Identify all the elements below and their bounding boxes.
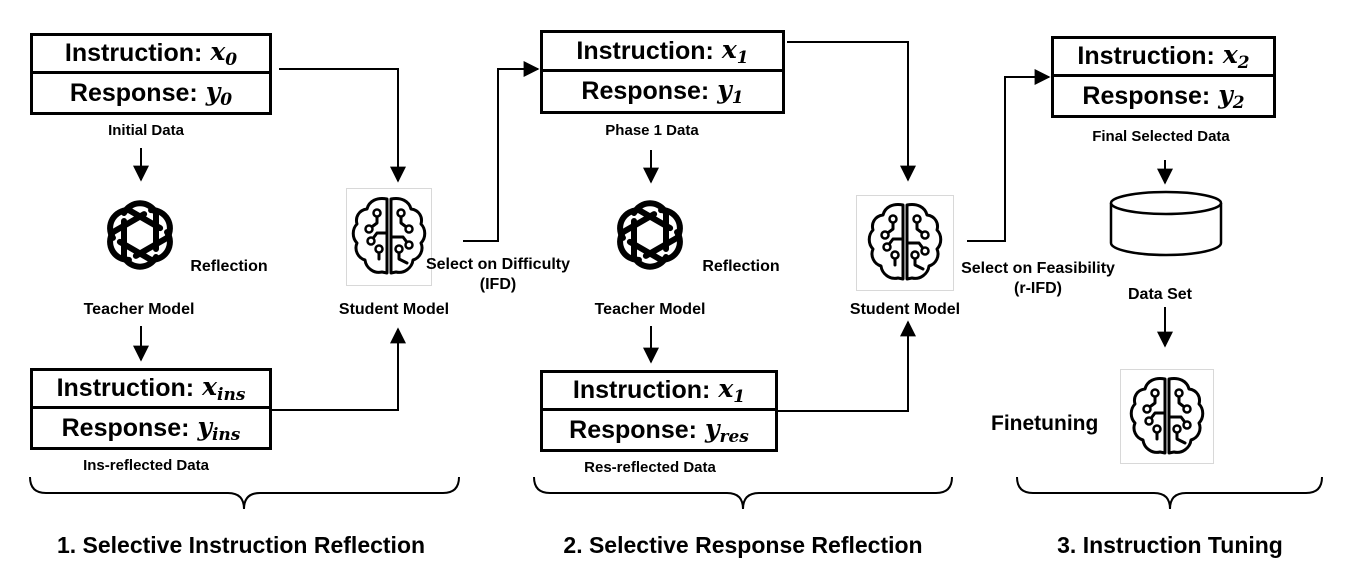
initial-data-caption: Initial Data: [108, 122, 184, 139]
instruction-label: Instruction:: [1077, 42, 1215, 70]
res-reflected-caption: Res-reflected Data: [584, 459, 716, 476]
instruction-variable: x1: [718, 374, 746, 407]
student-model-frame-2: [856, 195, 954, 291]
teacher-model-label-1: Teacher Model: [83, 301, 195, 318]
phase-title-2: 2. Selective Response Reflection: [563, 532, 923, 558]
response-row: Response: yres: [543, 411, 775, 449]
ai-brain-circuit-icon: [351, 197, 427, 275]
instruction-variable: x2: [1222, 40, 1250, 73]
arrow-initial-to-student1: [279, 68, 406, 183]
brace-phase-2: [533, 476, 953, 510]
finetuning-label: Finetuning: [991, 412, 1099, 435]
instruction-label: Instruction:: [572, 376, 711, 404]
select-criterion: Select on Difficulty: [425, 256, 571, 273]
response-label: Response:: [581, 77, 710, 105]
response-variable: yres: [704, 413, 749, 447]
response-label: Response:: [1082, 81, 1211, 110]
instruction-label: Instruction:: [56, 374, 195, 402]
select-difficulty-label: Select on Difficulty (IFD): [426, 255, 570, 295]
openai-logo-icon: [617, 200, 683, 270]
instruction-row: Instruction: x1: [543, 373, 775, 411]
dataset-label: Data Set: [1127, 286, 1193, 303]
instruction-variable: xins: [202, 372, 246, 405]
initial-data-box: Instruction: x0 Response: y0: [30, 33, 272, 115]
response-variable: yins: [197, 411, 241, 445]
select-criterion: Select on Feasibility: [961, 260, 1115, 277]
brace-phase-1: [29, 476, 460, 510]
arrow-insdata-to-student1: [272, 327, 406, 411]
arrow-student2-to-final: [967, 69, 1051, 242]
instruction-row: Instruction: x0: [33, 36, 269, 74]
select-metric: (IFD): [479, 276, 517, 293]
response-variable: y0: [205, 76, 233, 110]
brace-phase-3: [1016, 476, 1323, 510]
student-model-label-2: Student Model: [849, 301, 961, 318]
final-selected-data-box: Instruction: x2 Response: y2: [1051, 36, 1276, 118]
final-data-caption: Final Selected Data: [1092, 128, 1230, 145]
instruction-label: Instruction:: [64, 39, 203, 67]
ins-reflected-data-box: Instruction: xins Response: yins: [30, 368, 272, 450]
response-variable: y2: [1218, 79, 1245, 113]
instruction-row: Instruction: x1: [543, 33, 782, 72]
response-row: Response: yins: [33, 409, 269, 447]
reflection-label-2: Reflection: [702, 258, 780, 275]
student-model-frame-1: [346, 188, 432, 286]
arrow-resdata-to-student2: [778, 320, 916, 412]
reflection-label-1: Reflection: [190, 258, 268, 275]
student-model-label-1: Student Model: [338, 301, 450, 318]
phase1-data-caption: Phase 1 Data: [605, 122, 699, 139]
response-label: Response:: [69, 78, 198, 107]
openai-logo-icon: [107, 200, 173, 270]
phase-title-1: 1. Selective Instruction Reflection: [56, 532, 426, 558]
phase1-data-box: Instruction: x1 Response: y1: [540, 30, 785, 114]
res-reflected-data-box: Instruction: x1 Response: yres: [540, 370, 778, 452]
instruction-row: Instruction: xins: [33, 371, 269, 409]
select-metric: (r-IFD): [1014, 280, 1062, 297]
response-row: Response: y1: [543, 72, 782, 111]
instruction-row: Instruction: x2: [1054, 39, 1273, 77]
arrow-student1-to-phase1: [463, 61, 540, 242]
select-feasibility-label: Select on Feasibility (r-IFD): [961, 259, 1115, 299]
instruction-variable: x1: [721, 34, 749, 68]
response-row: Response: y0: [33, 74, 269, 112]
ins-reflected-caption: Ins-reflected Data: [83, 457, 209, 474]
instruction-variable: x0: [210, 37, 238, 70]
response-label: Response:: [61, 413, 190, 442]
response-label: Response:: [569, 415, 697, 444]
instruction-label: Instruction:: [576, 36, 714, 65]
teacher-model-label-2: Teacher Model: [594, 301, 706, 318]
response-variable: y1: [717, 75, 744, 108]
response-row: Response: y2: [1054, 77, 1273, 115]
arrow-phase1-to-student2: [787, 41, 916, 182]
ai-brain-circuit-icon: [1129, 377, 1205, 455]
phase-title-3: 3. Instruction Tuning: [1057, 532, 1283, 558]
ai-brain-circuit-icon: [867, 203, 943, 281]
finetuned-model-frame: [1120, 369, 1214, 464]
database-cylinder-icon: [1109, 190, 1223, 257]
